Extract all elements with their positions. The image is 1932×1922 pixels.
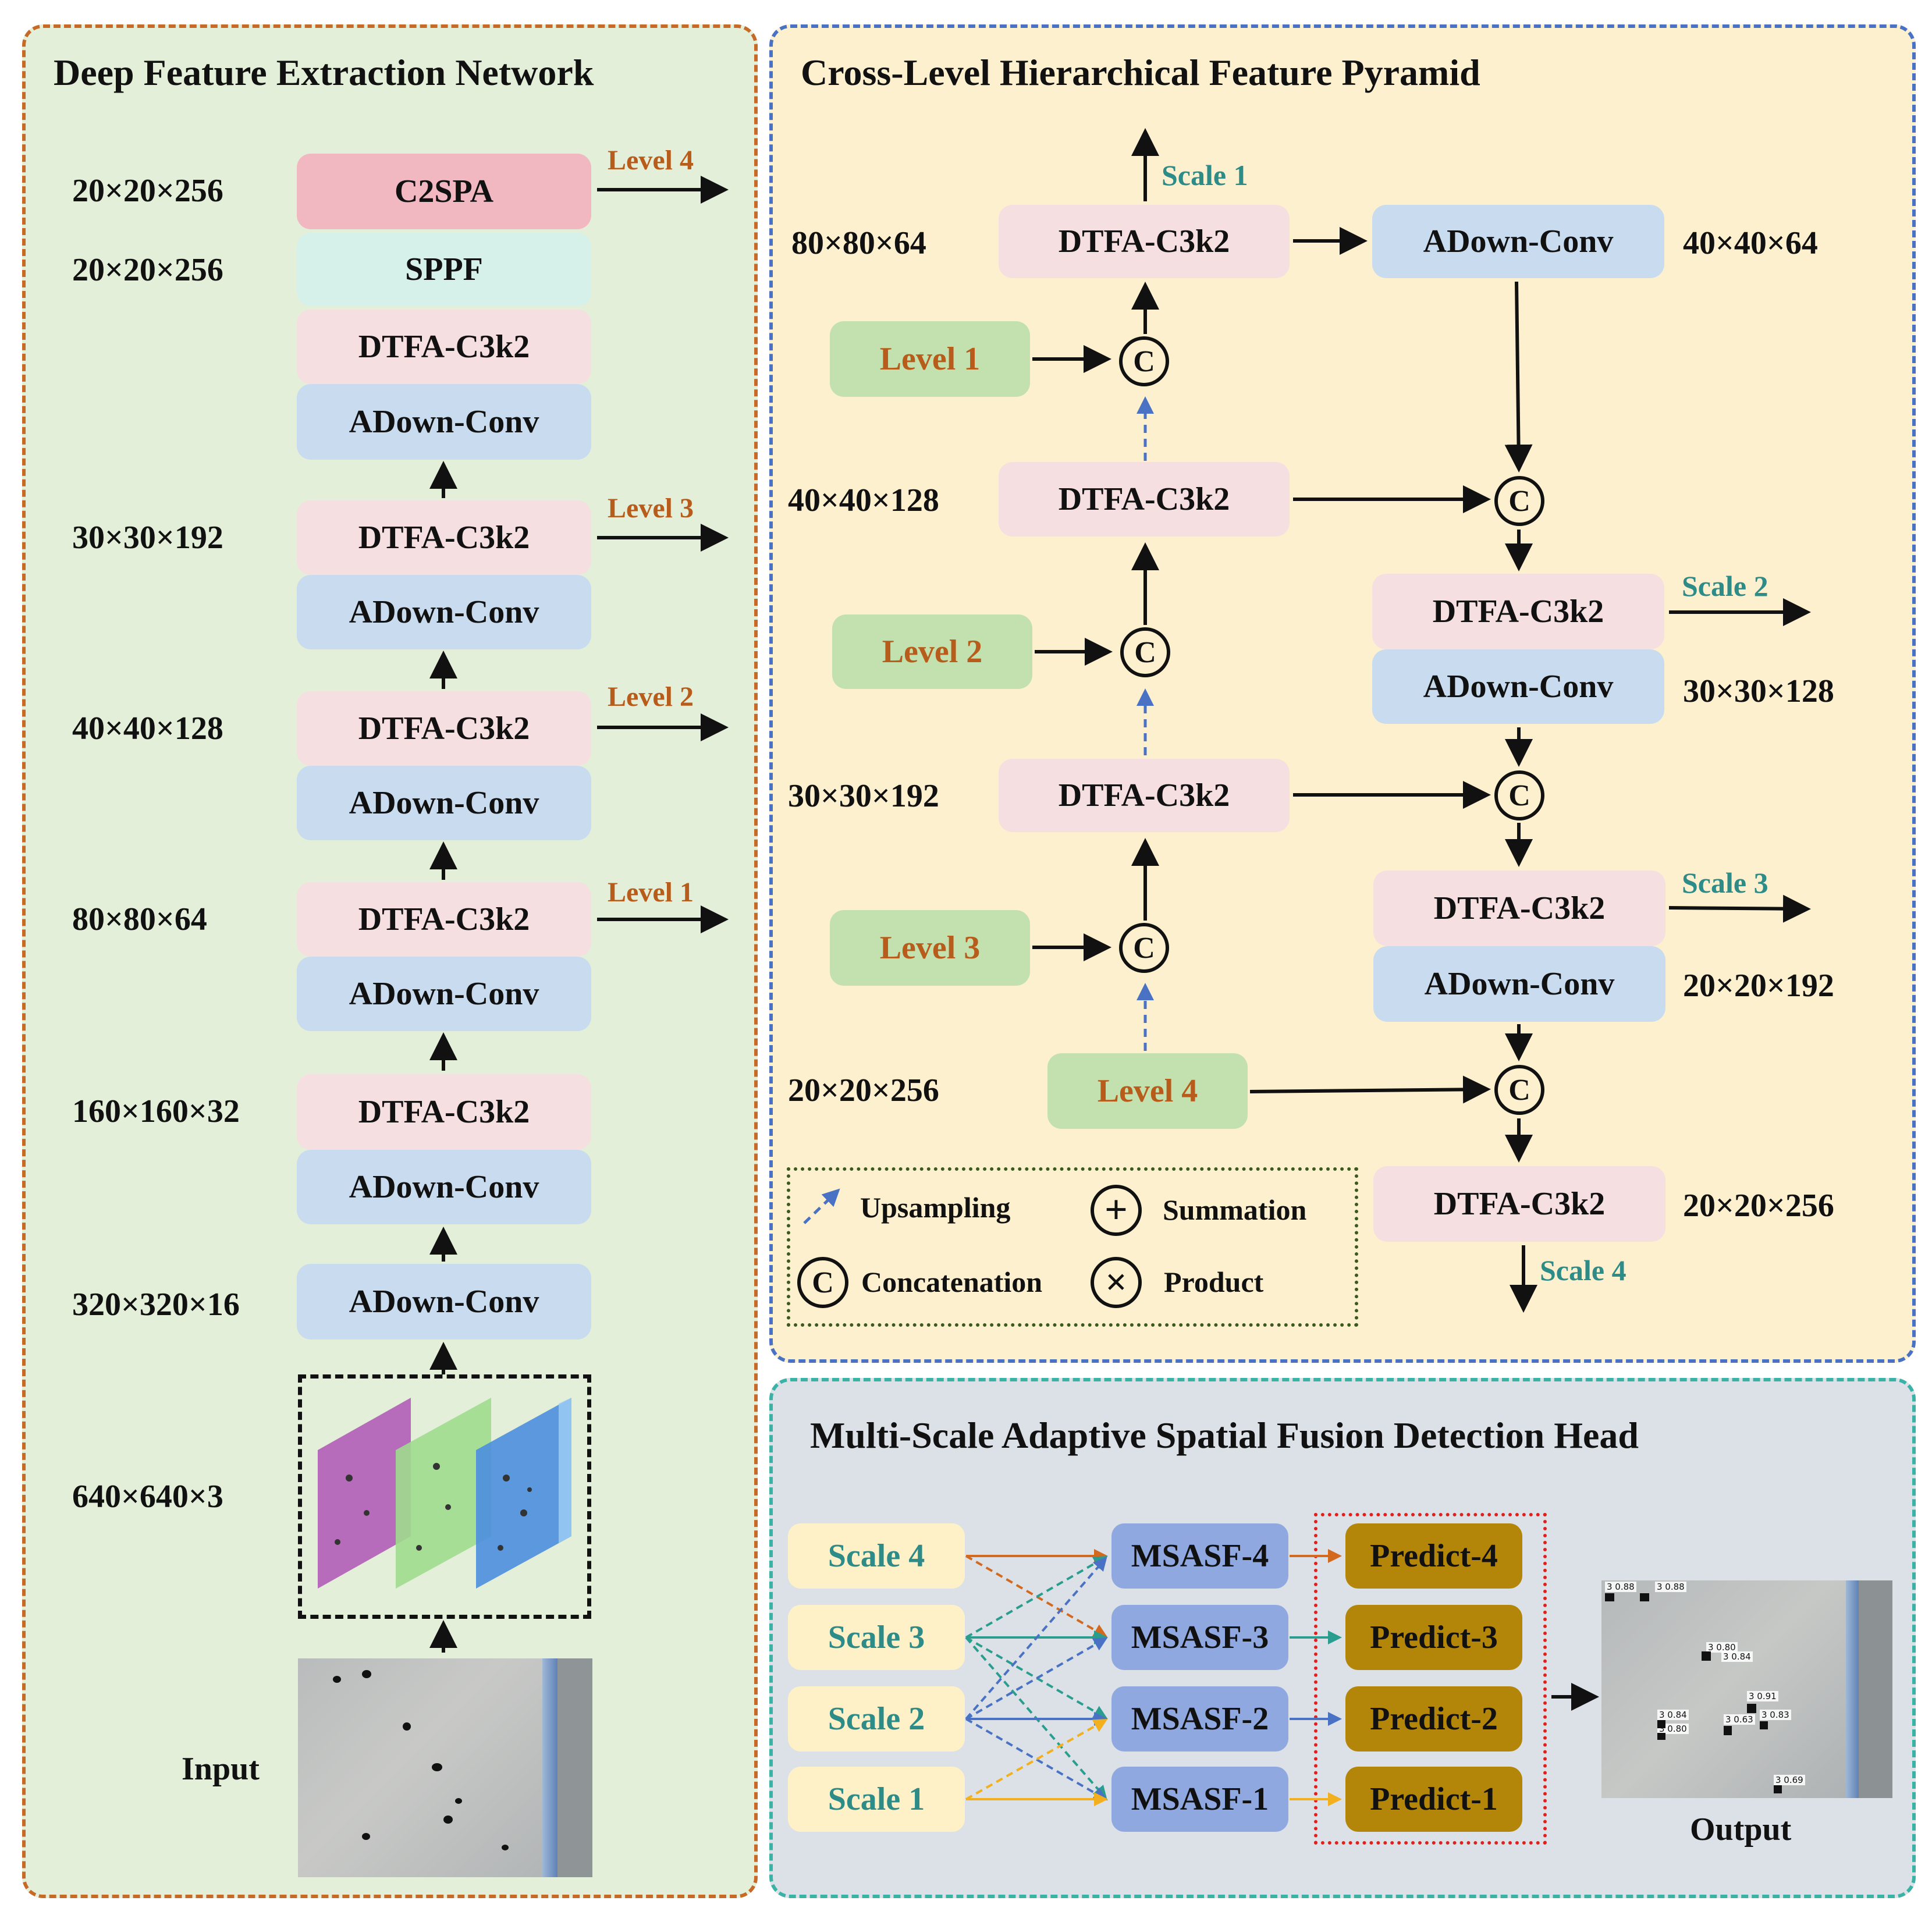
fp-concat-r1: C (1494, 476, 1544, 526)
legend-summation: Summation (1163, 1193, 1307, 1226)
sppf-block: SPPF (297, 233, 591, 306)
fp-dtfa-80: DTFA-C3k2 (999, 205, 1290, 278)
head-title: Multi-Scale Adaptive Spatial Fusion Dete… (810, 1415, 1639, 1456)
bb-level-1: Level 1 (608, 877, 694, 908)
pyramid-title: Cross-Level Hierarchical Feature Pyramid (801, 52, 1480, 93)
fp-level-1: Level 1 (830, 321, 1030, 397)
bb-dtfa-160: DTFA-C3k2 (297, 1074, 591, 1150)
fp-dim-40: 40×40×128 (788, 482, 939, 518)
det-label: 3 0.88 (1655, 1582, 1686, 1592)
fp-dtfa-r4: DTFA-C3k2 (1373, 1166, 1665, 1242)
predict-1: Predict-1 (1345, 1767, 1522, 1832)
legend-concat-icon: C (797, 1257, 848, 1308)
dim-320: 320×320×16 (72, 1287, 240, 1323)
fp-dim-20: 20×20×256 (788, 1072, 939, 1109)
bb-adown-l2: ADown-Conv (297, 766, 591, 840)
fp-scale-3: Scale 3 (1682, 866, 1768, 899)
output-label: Output (1690, 1811, 1792, 1848)
bb-dtfa-l3: DTFA-C3k2 (297, 500, 591, 575)
head-scale-1: Scale 1 (788, 1767, 965, 1832)
bb-adown-top: ADown-Conv (297, 384, 591, 460)
det-label: 3 0.69 (1774, 1775, 1805, 1785)
det-label: 3 0.88 (1605, 1582, 1636, 1592)
det-label: 3 0.84 (1657, 1710, 1689, 1720)
legend-concatenation: Concatenation (861, 1266, 1043, 1298)
fp-dim-80: 80×80×64 (791, 225, 926, 261)
fp-dim-r40: 40×40×64 (1683, 225, 1818, 261)
fp-level-4: Level 4 (1047, 1053, 1248, 1129)
fp-dtfa-40: DTFA-C3k2 (999, 462, 1290, 537)
bb-adown-160: ADown-Conv (297, 1150, 591, 1224)
input-tensor-frame (298, 1374, 591, 1619)
fp-dim-r20a: 20×20×192 (1683, 968, 1834, 1004)
dim-l1: 80×80×64 (72, 901, 207, 937)
bb-dtfa-top: DTFA-C3k2 (297, 310, 591, 384)
det-label: 3 0.83 (1760, 1710, 1791, 1720)
dim-l3: 30×30×192 (72, 520, 223, 556)
backbone-title: Deep Feature Extraction Network (54, 52, 594, 93)
head-scale-4: Scale 4 (788, 1523, 965, 1589)
fp-dim-r20b: 20×20×256 (1683, 1188, 1834, 1224)
predict-2: Predict-2 (1345, 1686, 1522, 1752)
fp-adown-40: ADown-Conv (1372, 205, 1664, 278)
input-image (298, 1658, 592, 1877)
bb-dtfa-l2: DTFA-C3k2 (297, 691, 591, 766)
fp-dtfa-r2: DTFA-C3k2 (1372, 574, 1664, 649)
det-label: 3 0.63 (1724, 1714, 1755, 1725)
legend-box (787, 1167, 1358, 1327)
dim-640: 640×640×3 (72, 1479, 223, 1515)
legend-upsampling: Upsampling (860, 1191, 1011, 1224)
dim-sppf: 20×20×256 (72, 252, 223, 288)
fp-scale-4: Scale 4 (1540, 1254, 1626, 1287)
fp-concat-3: C (1119, 923, 1169, 973)
c2spa-block: C2SPA (297, 154, 591, 229)
fp-scale-2: Scale 2 (1682, 570, 1768, 602)
output-image: 3 0.88 3 0.88 3 0.80 3 0.84 3 0.91 3 0.8… (1601, 1580, 1892, 1798)
dim-160: 160×160×32 (72, 1093, 240, 1129)
legend-summation-icon: + (1091, 1185, 1142, 1236)
bb-dtfa-l1: DTFA-C3k2 (297, 882, 591, 957)
fp-concat-r2: C (1494, 770, 1544, 820)
bb-level-3: Level 3 (608, 493, 694, 524)
fp-concat-2: C (1120, 627, 1170, 677)
bb-adown-l3: ADown-Conv (297, 575, 591, 649)
legend-product-icon: × (1091, 1257, 1142, 1308)
legend-product: Product (1164, 1266, 1264, 1298)
bb-adown-320: ADown-Conv (297, 1264, 591, 1340)
det-label: 3 0.84 (1721, 1651, 1753, 1662)
predict-4: Predict-4 (1345, 1523, 1522, 1589)
bb-adown-l1: ADown-Conv (297, 957, 591, 1031)
msasf-4: MSASF-4 (1111, 1523, 1288, 1589)
fp-dim-r30: 30×30×128 (1683, 673, 1834, 709)
fp-scale-1: Scale 1 (1162, 159, 1248, 191)
dim-c2spa: 20×20×256 (72, 173, 223, 209)
input-label: Input (182, 1751, 260, 1787)
msasf-3: MSASF-3 (1111, 1605, 1288, 1670)
dim-l2: 40×40×128 (72, 710, 223, 747)
bb-level-4: Level 4 (608, 145, 694, 176)
msasf-2: MSASF-2 (1111, 1686, 1288, 1752)
bb-level-2: Level 2 (608, 681, 694, 712)
head-scale-2: Scale 2 (788, 1686, 965, 1752)
fp-dim-30: 30×30×192 (788, 778, 939, 814)
msasf-1: MSASF-1 (1111, 1767, 1288, 1832)
fp-dtfa-r3: DTFA-C3k2 (1373, 871, 1665, 946)
fp-adown-r2: ADown-Conv (1372, 649, 1664, 724)
fp-level-2: Level 2 (832, 614, 1032, 689)
fp-concat-1: C (1119, 336, 1169, 386)
fp-adown-r3: ADown-Conv (1373, 946, 1665, 1022)
det-label: 3 0.80 (1706, 1642, 1738, 1653)
head-scale-3: Scale 3 (788, 1605, 965, 1670)
fp-dtfa-30: DTFA-C3k2 (999, 759, 1290, 832)
fp-concat-r3: C (1494, 1065, 1544, 1115)
predict-3: Predict-3 (1345, 1605, 1522, 1670)
fp-level-3: Level 3 (830, 910, 1030, 986)
det-label: 3 0.91 (1747, 1691, 1778, 1701)
predict-group-frame (1314, 1513, 1547, 1845)
